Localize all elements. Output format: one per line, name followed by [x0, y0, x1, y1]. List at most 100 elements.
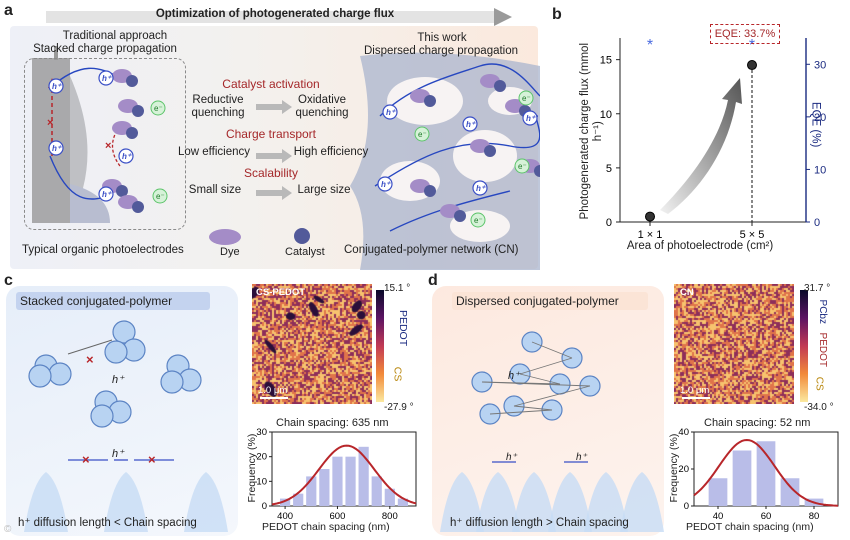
cat-from: Reductive quenching — [191, 94, 245, 120]
catalyst-activation-title: Catalyst activation — [222, 77, 320, 91]
d-scalebar — [682, 397, 710, 399]
c-afm-label: CS-PEDOT — [256, 287, 306, 298]
hole-label: h⁺ — [122, 152, 132, 161]
c-hplus-2: h⁺ — [112, 448, 124, 460]
hole-label: h⁺ — [526, 114, 536, 123]
electron-label: e⁻ — [154, 104, 163, 113]
c-hist-xlabel: PEDOT chain spacing (nm) — [262, 521, 390, 533]
catalyst-molecule — [116, 185, 128, 197]
cn-pore — [453, 130, 517, 182]
polymer-bubble — [48, 362, 72, 386]
chain-peak — [184, 472, 228, 532]
right-title-2: Dispersed charge propagation — [363, 45, 519, 57]
d-cbar-mid: PEDOT — [816, 332, 828, 367]
b-ytick-right-label: 20 — [814, 112, 826, 124]
c-afm-image — [252, 284, 372, 404]
hist-bar — [358, 446, 369, 506]
panel-label-a: a — [4, 2, 13, 19]
left-title-1: Traditional approach — [62, 30, 168, 42]
hist-xtick-label: 600 — [330, 511, 346, 522]
hist-bar — [780, 478, 800, 506]
d-schematic — [440, 331, 664, 532]
hole-label: h⁺ — [102, 190, 112, 199]
banner-arrowhead — [494, 8, 512, 26]
b-ytick-right-label: 10 — [814, 164, 826, 176]
d-hop-arrow — [519, 357, 573, 375]
chain-peak — [512, 472, 556, 532]
hole-label: h⁺ — [466, 120, 476, 129]
d-hist-xlabel: PEDOT chain spacing (nm) — [686, 521, 814, 533]
electron-marker — [470, 212, 486, 228]
hist-bar — [306, 476, 317, 506]
electron-label: e⁻ — [474, 216, 483, 225]
b-ytick-left-label: 15 — [600, 55, 612, 67]
c-diff-x: × — [148, 452, 156, 467]
hole-marker — [48, 140, 64, 156]
b-ytick-left-label: 10 — [600, 109, 612, 121]
hist-frame — [271, 431, 417, 507]
scalability-title: Scalability — [243, 166, 299, 180]
right-title-1: This work — [417, 32, 467, 44]
hist-fit-curve — [693, 438, 839, 507]
d-cbar-top: PCbz — [816, 299, 828, 324]
bottom-left-label: Typical organic photoelectrodes — [22, 244, 184, 256]
hole-marker — [118, 148, 134, 164]
hist-bar — [732, 450, 752, 506]
c-blocked-x: × — [86, 352, 94, 367]
electron-label: e⁻ — [156, 192, 165, 201]
c-colorbar — [376, 290, 384, 402]
hist-xtick-label: 60 — [761, 511, 772, 522]
panel-label-b: b — [552, 6, 562, 23]
polymer-bubble — [112, 320, 136, 344]
hole-marker — [462, 116, 478, 132]
chain-peak — [440, 472, 484, 532]
sc-from: Small size — [188, 184, 242, 196]
charge-transport-title: Charge transport — [225, 127, 317, 141]
hole-label: h⁺ — [381, 180, 391, 189]
hist-fit-curve — [271, 444, 417, 506]
d-hplus-1: h⁺ — [508, 370, 520, 382]
d-afm-image — [674, 284, 794, 404]
d-cbar-bottom: CS — [813, 376, 825, 391]
bottom-right-label: Conjugated-polymer network (CN) — [344, 244, 519, 256]
polymer-bubble — [521, 331, 543, 353]
b-ylabel-right: EQE (%) — [809, 101, 822, 148]
legend-catalyst-shape — [294, 228, 310, 244]
d-cbar-max: 31.7 ° — [804, 283, 831, 294]
hole-label: h⁺ — [386, 108, 396, 117]
d-scale-text: 1.0 μm — [680, 385, 710, 396]
b-ytick-right-label: 0 — [814, 217, 820, 229]
b-ytick-left-label: 0 — [606, 217, 612, 229]
chain-peak — [476, 472, 520, 532]
b-xtick-label: 5 × 5 — [740, 229, 765, 241]
electron-marker — [518, 90, 534, 106]
c-title: Stacked conjugated-polymer — [20, 294, 173, 308]
c-hist-ylabel: Frequency (%) — [245, 433, 258, 503]
c-cbar-min: -27.9 ° — [384, 402, 414, 413]
chain-peak — [24, 472, 68, 532]
electron-marker — [514, 158, 530, 174]
catalyst-molecule — [424, 95, 436, 107]
ct-from: Low efficiency — [177, 146, 251, 158]
electron-label: e⁻ — [418, 130, 427, 139]
c-cbar-top: PEDOT — [397, 309, 410, 347]
d-hist-title: Chain spacing: 52 nm — [704, 417, 811, 429]
d-hop-arrow — [489, 409, 553, 415]
d-hop-arrow — [519, 373, 561, 385]
hist-ytick-label: 20 — [256, 452, 267, 463]
c-cbar-max: 15.1 ° — [384, 283, 411, 294]
electron-label: e⁻ — [522, 94, 531, 103]
hist-bar — [332, 456, 343, 506]
d-hop-arrow — [513, 405, 553, 411]
hist-ytick-label: 40 — [678, 427, 689, 438]
panel-label-c: c — [4, 272, 13, 289]
hole-label: h⁺ — [102, 74, 112, 83]
eqe-annotation: EQE: 33.7% — [714, 28, 776, 40]
d-title-bg — [452, 292, 648, 310]
hist-xtick-label: 400 — [277, 511, 293, 522]
left-title-2: Stacked charge propagation — [33, 43, 177, 55]
hole-label: h⁺ — [52, 82, 62, 91]
c-hist-title: Chain spacing: 635 nm — [276, 417, 389, 429]
